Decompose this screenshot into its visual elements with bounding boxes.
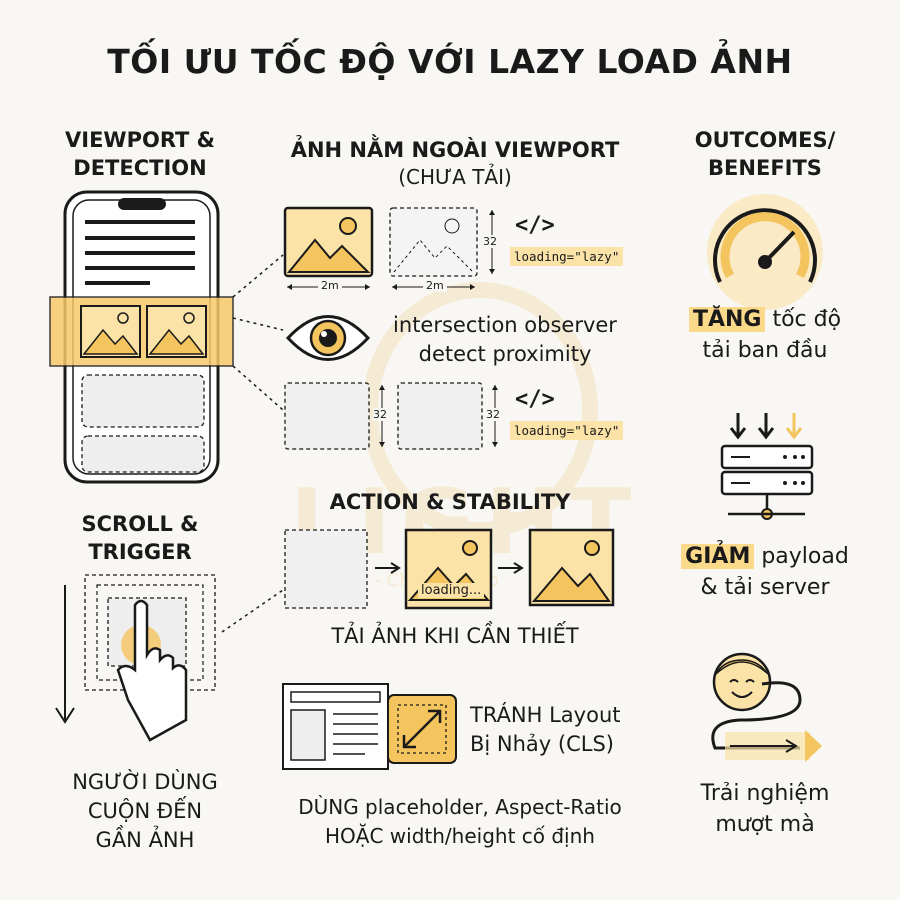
placeholder-box-1 xyxy=(284,382,370,450)
scroll-header-line1: SCROLL & xyxy=(81,512,199,536)
page-title: TỐI ƯU TỐC ĐỘ VỚI LAZY LOAD ẢNH xyxy=(107,42,793,81)
ux-line1: Trải nghiệm xyxy=(700,781,830,806)
phone-icon xyxy=(49,190,234,484)
speed-line2: tải ban đầu xyxy=(702,338,828,363)
observer-text-line2: detect proximity xyxy=(418,342,592,366)
placeholder-box-2 xyxy=(397,382,483,450)
offscreen-subheader: (CHƯA TẢI) xyxy=(398,165,512,189)
happy-user-icon xyxy=(711,652,822,762)
image-loaded-final-icon xyxy=(528,528,615,607)
scroll-caption-line2: CUỘN ĐẾN xyxy=(87,799,203,823)
outcomes-header-line2: BENEFITS xyxy=(708,156,822,180)
placeholder-box-3 xyxy=(284,529,368,609)
viewport-header-line2: DETECTION xyxy=(73,156,207,180)
viewport-header-line1: VIEWPORT & xyxy=(65,128,215,152)
action-header: ACTION & STABILITY xyxy=(329,490,571,514)
image-placeholder-icon xyxy=(389,207,478,277)
speed-highlight: TĂNG xyxy=(688,307,766,332)
scroll-header-line2: TRIGGER xyxy=(88,540,192,564)
viewport-header: VIEWPORT & DETECTION xyxy=(40,126,240,182)
cls-text-line2: Bị Nhảy (CLS) xyxy=(470,732,614,756)
eye-icon xyxy=(285,315,371,361)
dim-height-2: 32 xyxy=(373,408,387,421)
lazy-attr-2: loading="lazy" xyxy=(510,421,624,440)
speed-rest: tốc độ xyxy=(765,307,842,332)
scroll-caption-line1: NGƯỜI DÙNG xyxy=(72,770,218,794)
cls-text: TRÁNH Layout Bị Nhảy (CLS) xyxy=(470,701,621,759)
dim-width-1: 2m xyxy=(318,279,342,292)
placeholder-text-line2: HOẶC width/height cố định xyxy=(325,824,595,848)
layout-icon xyxy=(282,683,389,770)
load-caption: TẢI ẢNH KHI CẦN THIẾT xyxy=(331,624,579,648)
speedometer-icon xyxy=(707,194,823,310)
payload-benefit: GIẢM payload & tải server xyxy=(655,541,875,603)
scroll-caption-line3: GẦN ẢNH xyxy=(95,828,195,852)
placeholder-text-line1: DÙNG placeholder, Aspect-Ratio xyxy=(298,795,622,819)
observer-text: intersection observer detect proximity xyxy=(375,311,635,369)
outcomes-header-line1: OUTCOMES/ xyxy=(694,128,836,152)
image-loaded-icon xyxy=(283,206,374,278)
code-icon: </> xyxy=(515,213,555,238)
scroll-header: SCROLL & TRIGGER xyxy=(40,510,240,566)
offscreen-header: ẢNH NẰM NGOÀI VIEWPORT xyxy=(290,138,620,162)
scroll-caption: NGƯỜI DÙNG CUỘN ĐẾN GẦN ẢNH xyxy=(30,768,260,855)
observer-text-line1: intersection observer xyxy=(393,313,617,337)
scroll-trigger-icon xyxy=(55,574,216,742)
payload-highlight: GIẢM xyxy=(681,544,755,569)
placeholder-text: DÙNG placeholder, Aspect-Ratio HOẶC widt… xyxy=(255,793,665,851)
server-icon xyxy=(720,413,814,520)
speed-benefit: TĂNG tốc độ tải ban đầu xyxy=(655,304,875,366)
code-icon-2: </> xyxy=(515,387,555,412)
dim-height-3: 32 xyxy=(486,408,500,421)
ux-benefit: Trải nghiệm mượt mà xyxy=(655,778,875,840)
payload-rest: payload xyxy=(754,544,849,569)
payload-line2: & tải server xyxy=(700,575,830,600)
resize-icon xyxy=(387,694,457,764)
dim-width-2: 2m xyxy=(423,279,447,292)
ux-line2: mượt mà xyxy=(715,812,815,837)
loading-label: loading... xyxy=(418,583,485,598)
dim-height-1: 32 xyxy=(483,235,497,248)
outcomes-header: OUTCOMES/ BENEFITS xyxy=(660,126,870,182)
lazy-attr-1: loading="lazy" xyxy=(510,247,624,266)
cls-text-line1: TRÁNH Layout xyxy=(470,703,621,727)
